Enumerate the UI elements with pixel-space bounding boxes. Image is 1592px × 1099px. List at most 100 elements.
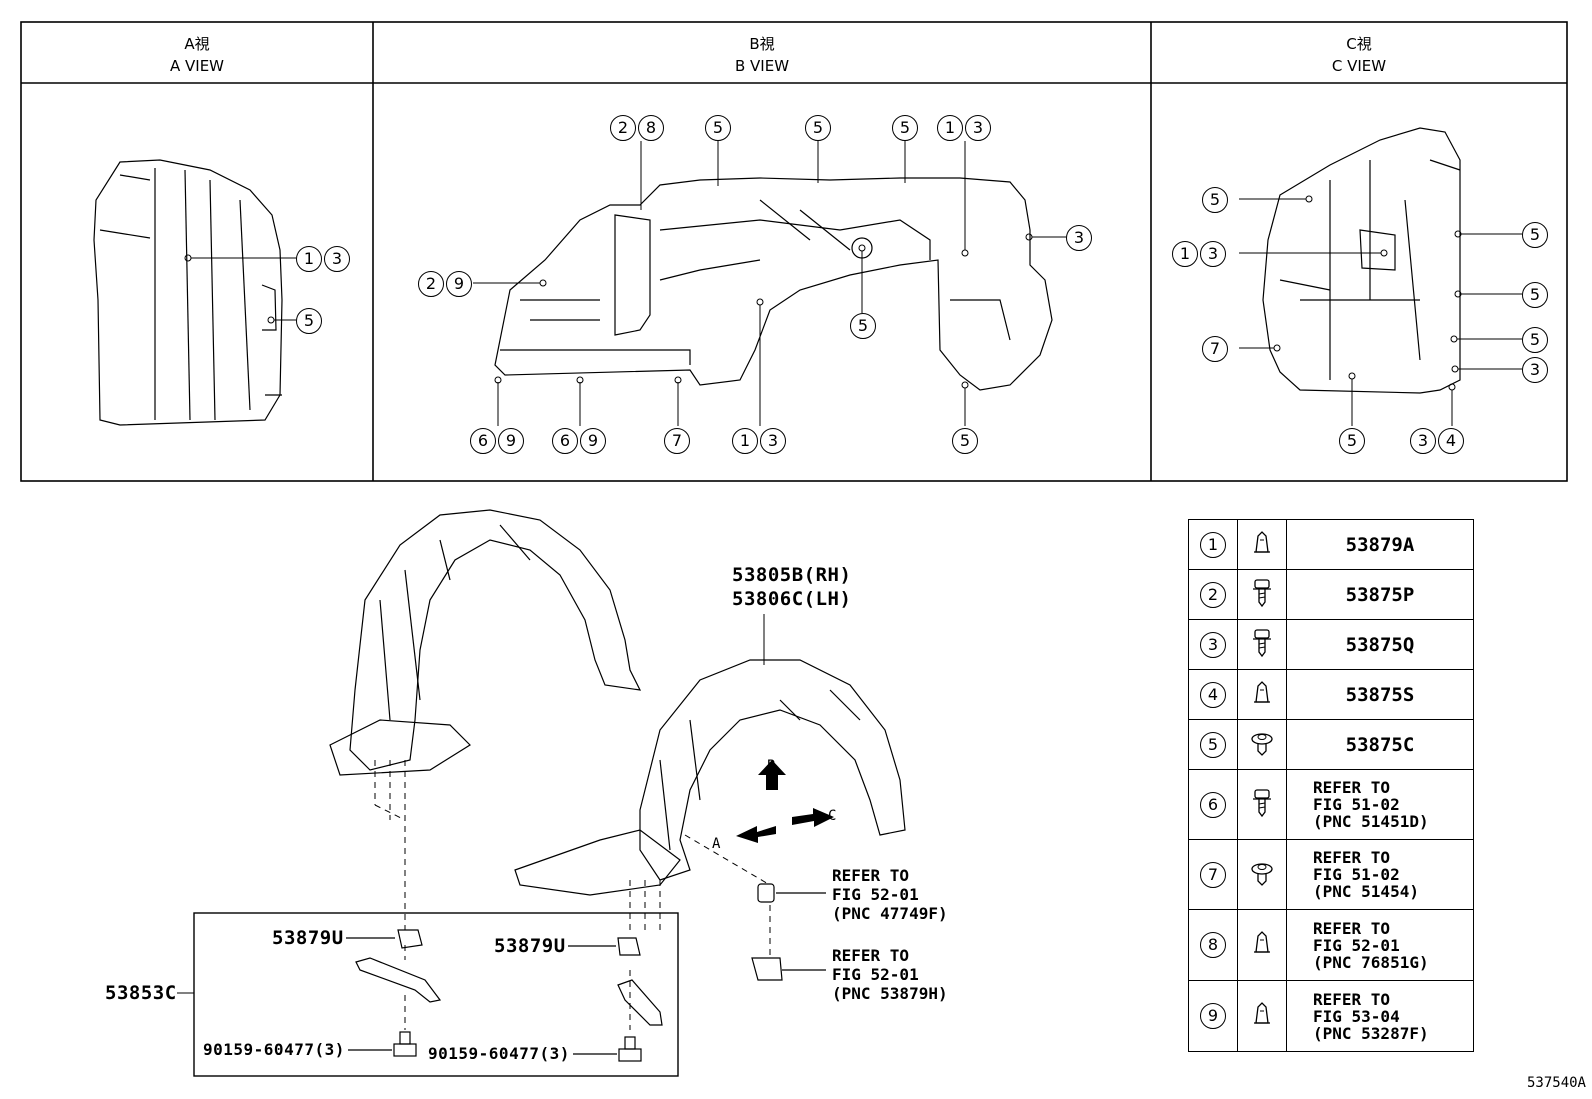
- a-view-title-jp: A視: [184, 35, 210, 53]
- callout-number: 3: [324, 246, 350, 272]
- legend-row: 2 53875P: [1188, 569, 1474, 620]
- callout-b-5c: 5: [892, 115, 918, 141]
- b-view-liner-drawing: [494, 177, 1053, 391]
- callout-number: 5: [892, 115, 918, 141]
- bracket-part-drawing: [355, 957, 663, 1026]
- screw-icon: [1237, 769, 1287, 840]
- legend-number-cell: 7: [1188, 839, 1238, 910]
- a-view-header: A視 A VIEW: [21, 33, 373, 77]
- callout-number: 1: [1172, 241, 1198, 267]
- callout-c-3r: 3: [1522, 357, 1548, 383]
- legend-part-code: REFER TO FIG 52-01 (PNC 76851G): [1286, 909, 1474, 981]
- callout-number: 5: [952, 428, 978, 454]
- callout-number: 3: [1410, 428, 1436, 454]
- callout-c-7: 7: [1202, 336, 1228, 362]
- legend-number: 7: [1200, 861, 1226, 888]
- callout-number: 3: [1066, 225, 1092, 251]
- legend-row: 9 REFER TO FIG 53-04 (PNC 53287F): [1188, 980, 1474, 1052]
- legend-part-code: 53875P: [1286, 569, 1474, 620]
- callout-number: 7: [664, 428, 690, 454]
- right-liner-drawing: [514, 659, 906, 896]
- clip-left-label: 53879U: [272, 927, 344, 949]
- legend-part-code: 53875Q: [1286, 619, 1474, 670]
- legend-number: 8: [1200, 932, 1226, 958]
- callout-number: 5: [705, 115, 731, 141]
- b-view-title-en: B VIEW: [734, 57, 790, 75]
- callout-b-5d: 5: [850, 313, 876, 339]
- rivet-icon: [1237, 839, 1287, 910]
- legend-part-code: REFER TO FIG 53-04 (PNC 53287F): [1286, 980, 1474, 1052]
- callout-b-5b: 5: [805, 115, 831, 141]
- legend-number-cell: 6: [1188, 769, 1238, 840]
- callout-number: 5: [805, 115, 831, 141]
- clip-icon: [1237, 669, 1287, 720]
- callout-c-5b: 5: [1339, 428, 1365, 454]
- callout-number: 1: [732, 428, 758, 454]
- arrow-c-label: C: [828, 808, 837, 824]
- legend-number-cell: 1: [1188, 519, 1238, 570]
- callout-number: 9: [498, 428, 524, 454]
- callout-number: 5: [1202, 187, 1228, 213]
- callout-b-7: 7: [664, 428, 690, 454]
- legend-part-code: 53875S: [1286, 669, 1474, 720]
- callout-number: 6: [552, 428, 578, 454]
- bolt-right-label: 90159-60477(3): [428, 1044, 570, 1063]
- a-view-liner-drawing: [93, 159, 283, 426]
- callout-number: 5: [1339, 428, 1365, 454]
- callout-number: 2: [418, 271, 444, 297]
- figure-id: 537540A: [1526, 1075, 1586, 1091]
- legend-row: 5 53875C: [1188, 719, 1474, 770]
- c-view-header: C視 C VIEW: [1151, 33, 1567, 77]
- bolt-left-label: 90159-60477(3): [203, 1040, 345, 1059]
- bracket-label: 53853C: [105, 982, 177, 1004]
- clip-right-label: 53879U: [494, 935, 566, 957]
- callout-c-5r3: 5: [1522, 327, 1548, 353]
- callout-number: 5: [1522, 222, 1548, 248]
- clip-icon: [346, 929, 641, 956]
- legend-number: 3: [1200, 631, 1226, 658]
- view-arrows: [736, 760, 834, 843]
- clip-icon: [1237, 519, 1287, 570]
- legend-part-code: 53875C: [1286, 719, 1474, 770]
- legend-row: 7 REFER TO FIG 51-02 (PNC 51454): [1188, 839, 1474, 910]
- arrow-a-label: A: [712, 836, 721, 852]
- grommet-icon: [751, 883, 826, 981]
- legend-row: 3 53875Q: [1188, 619, 1474, 670]
- callout-number: 5: [1522, 327, 1548, 353]
- refer-note-1: REFER TO FIG 52-01 (PNC 47749F): [832, 866, 948, 923]
- bracket-group-box: [193, 912, 679, 1077]
- callout-number: 3: [1200, 241, 1226, 267]
- a-view-title-en: A VIEW: [169, 57, 225, 75]
- callout-number: 1: [296, 246, 322, 272]
- callout-number: 9: [446, 271, 472, 297]
- legend-part-code: REFER TO FIG 51-02 (PNC 51451D): [1286, 769, 1474, 840]
- callout-c-5r2: 5: [1522, 282, 1548, 308]
- legend-number: 4: [1200, 681, 1226, 708]
- legend-number-cell: 9: [1188, 980, 1238, 1052]
- callout-c-5r1: 5: [1522, 222, 1548, 248]
- right-dash-lines: [629, 834, 771, 1030]
- left-dash-lines: [374, 760, 406, 1030]
- legend-part-code: REFER TO FIG 51-02 (PNC 51454): [1286, 839, 1474, 910]
- legend-number: 5: [1200, 731, 1226, 758]
- c-view-liner-drawing: [1262, 127, 1461, 394]
- legend-row: 8 REFER TO FIG 52-01 (PNC 76851G): [1188, 909, 1474, 981]
- callout-number: 6: [470, 428, 496, 454]
- legend-number-cell: 5: [1188, 719, 1238, 770]
- callout-number: 5: [296, 308, 322, 334]
- callout-number: 3: [760, 428, 786, 454]
- arrow-b-label: B: [767, 758, 776, 774]
- legend-number-cell: 4: [1188, 669, 1238, 720]
- legend-number: 9: [1200, 1003, 1226, 1029]
- callout-number: 9: [580, 428, 606, 454]
- legend-number-cell: 3: [1188, 619, 1238, 670]
- legend-number: 2: [1200, 581, 1226, 608]
